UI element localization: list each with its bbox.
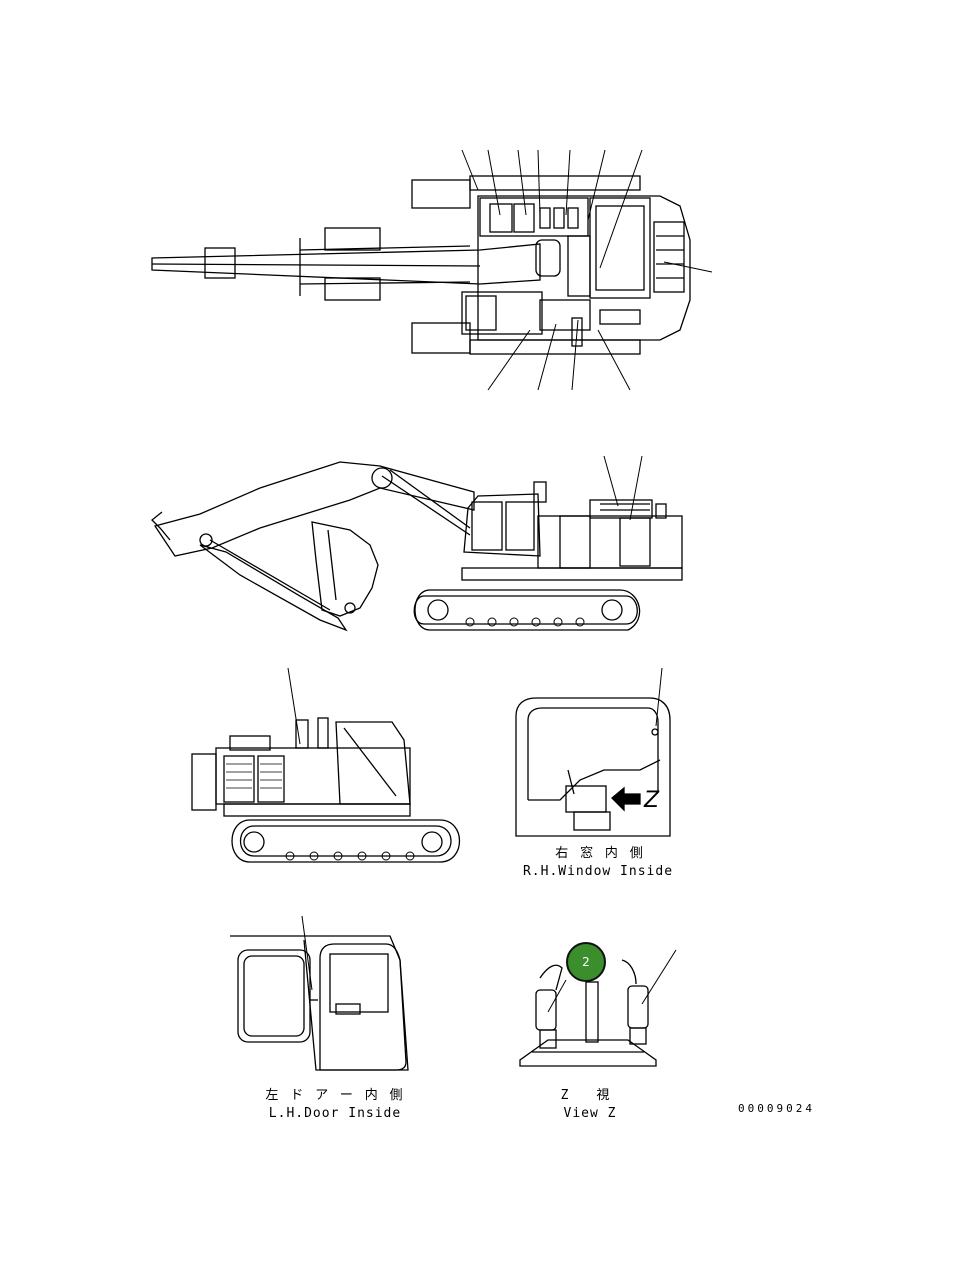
lh-door-inside-drawing (230, 935, 409, 1071)
z-marker-label: Z (644, 788, 660, 813)
rh-side-view-leader (287, 667, 301, 745)
lh-door-label-jp: 左 ド ア ー 内 側 (265, 1088, 405, 1103)
view-z-leaders (547, 949, 677, 1013)
rh-window-leader (655, 667, 663, 727)
callout-badge-label: 2 (582, 955, 590, 969)
lh-door-label-en: L.H.Door Inside (268, 1106, 402, 1121)
rh-window-inside-drawing (515, 697, 671, 837)
view-z-drawing (519, 959, 657, 1067)
side-view-excavator (151, 461, 683, 632)
view-z-label-en: View Z (563, 1106, 617, 1121)
view-z-label-jp: Z 視 (560, 1088, 620, 1103)
callout-badge-2[interactable]: 2 (566, 942, 606, 982)
top-view-leaders (461, 149, 713, 391)
view-z-arrow-icon (611, 786, 641, 812)
rh-window-label-jp: 右 窓 内 側 (555, 846, 645, 861)
top-view-excavator (151, 175, 691, 355)
rh-window-label-en: R.H.Window Inside (522, 864, 674, 879)
side-view-leaders (603, 455, 643, 521)
drawing-number: 00009024 (738, 1102, 815, 1115)
rh-side-view-excavator (191, 717, 461, 863)
lh-door-leader (301, 915, 313, 991)
